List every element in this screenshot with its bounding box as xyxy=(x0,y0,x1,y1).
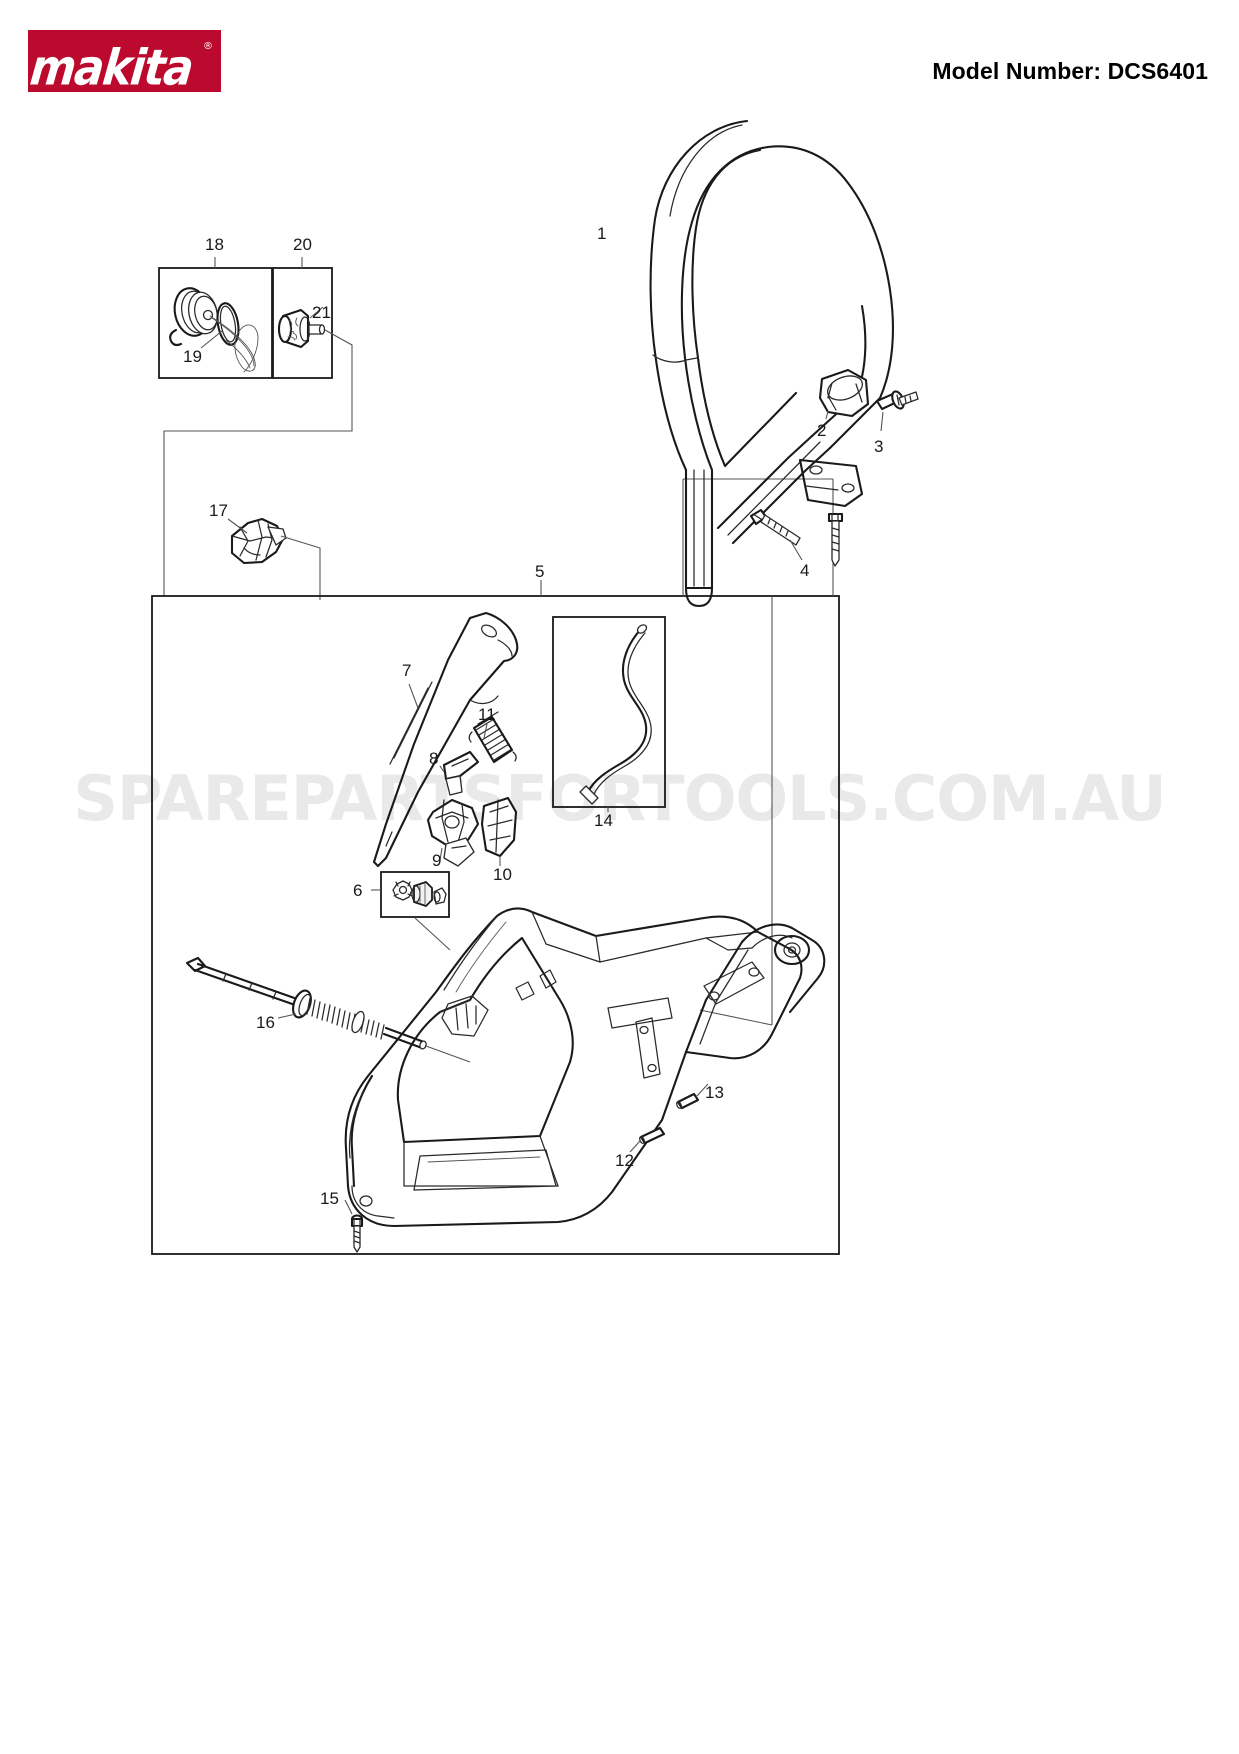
part-10-throttle-trigger xyxy=(480,796,518,858)
callout-14[interactable]: 14 xyxy=(594,811,613,830)
handle-mount-plate xyxy=(798,458,864,508)
part-4-tapping-screws xyxy=(749,508,844,567)
callout-8[interactable]: 8 xyxy=(429,749,439,768)
callout-17[interactable]: 17 xyxy=(209,501,228,520)
callout-11[interactable]: 11 xyxy=(478,705,496,724)
part-13-roll-pin-long xyxy=(676,1092,700,1110)
callout-10[interactable]: 10 xyxy=(493,865,512,884)
part-12-roll-pin-short xyxy=(639,1126,666,1145)
callout-3[interactable]: 3 xyxy=(874,437,884,456)
part-6-grommet-set-inset xyxy=(380,871,450,918)
part-7-handle-cover xyxy=(372,611,519,868)
callout-21[interactable]: 21 xyxy=(312,303,331,322)
part-16-throttle-rod xyxy=(185,956,427,1050)
model-number-label: Model Number: DCS6401 xyxy=(932,58,1208,84)
rear-handle-housing xyxy=(344,907,826,1228)
part-21-fuel-filter xyxy=(277,308,326,349)
callout-20[interactable]: 20 xyxy=(293,235,312,254)
callout-9[interactable]: 9 xyxy=(432,851,442,870)
callout-2[interactable]: 2 xyxy=(817,421,827,440)
part-8-throttle-lock-lever xyxy=(442,750,480,796)
callout-12[interactable]: 12 xyxy=(615,1151,634,1170)
callout-13[interactable]: 13 xyxy=(705,1083,724,1102)
main-assembly-outline-box xyxy=(151,595,840,1255)
callout-15[interactable]: 15 xyxy=(320,1189,339,1208)
callout-4[interactable]: 4 xyxy=(800,561,810,580)
part-15-tapping-screw-lower xyxy=(350,1214,364,1253)
part-17-cable-clamp xyxy=(230,517,287,565)
part-2-handle-clamp xyxy=(818,368,870,418)
callout-16[interactable]: 16 xyxy=(256,1013,275,1032)
part-9-trigger-lever xyxy=(426,798,480,867)
part-14-fuel-hose-inset xyxy=(552,616,666,808)
callout-18[interactable]: 18 xyxy=(205,235,224,254)
part-11-tension-spring xyxy=(468,711,517,764)
callout-6[interactable]: 6 xyxy=(353,881,363,900)
part-1-handle-bar xyxy=(649,119,894,608)
part-18-fuel-cap xyxy=(169,287,259,373)
callout-19[interactable]: 19 xyxy=(183,347,202,366)
callout-5[interactable]: 5 xyxy=(535,562,545,581)
registered-trademark-icon: ® xyxy=(203,41,213,52)
callout-7[interactable]: 7 xyxy=(402,661,412,680)
part-3-hex-socket-bolt xyxy=(875,390,919,411)
callout-1[interactable]: 1 xyxy=(597,224,607,243)
makita-logo: makita ® xyxy=(28,30,221,92)
